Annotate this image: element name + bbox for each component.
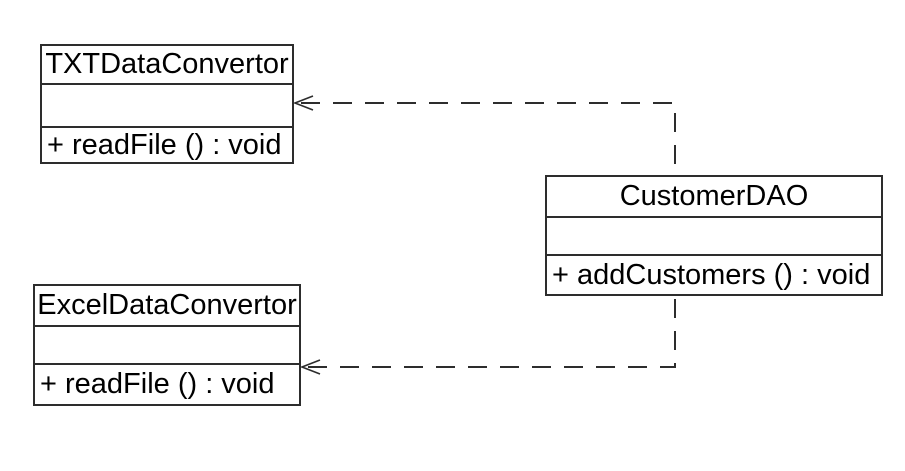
- class-name-label: TXTDataConvertor: [42, 46, 292, 85]
- method-signature-label: + readFile () : void: [47, 128, 282, 161]
- dependency-line-dao-to-excel[interactable]: [308, 298, 676, 368]
- class-name-label: ExcelDataConvertor: [35, 286, 299, 327]
- dependency-line-dao-to-txt[interactable]: [301, 102, 676, 176]
- attributes-compartment: [35, 327, 299, 365]
- attributes-compartment: [42, 85, 292, 128]
- class-box-txtdataconvertor[interactable]: TXTDataConvertor + readFile () : void: [40, 44, 294, 164]
- dependency-open-arrowhead-excel-icon: [299, 359, 321, 375]
- method-signature-label: + addCustomers () : void: [552, 258, 871, 291]
- class-box-customerdao[interactable]: CustomerDAO + addCustomers () : void: [545, 175, 883, 296]
- method-signature-label: + readFile () : void: [40, 368, 275, 400]
- class-name-label: CustomerDAO: [547, 177, 881, 218]
- dependency-open-arrowhead-txt-icon: [292, 95, 314, 111]
- class-box-exceldataconvertor[interactable]: ExcelDataConvertor + readFile () : void: [33, 284, 301, 406]
- attributes-compartment: [547, 218, 881, 256]
